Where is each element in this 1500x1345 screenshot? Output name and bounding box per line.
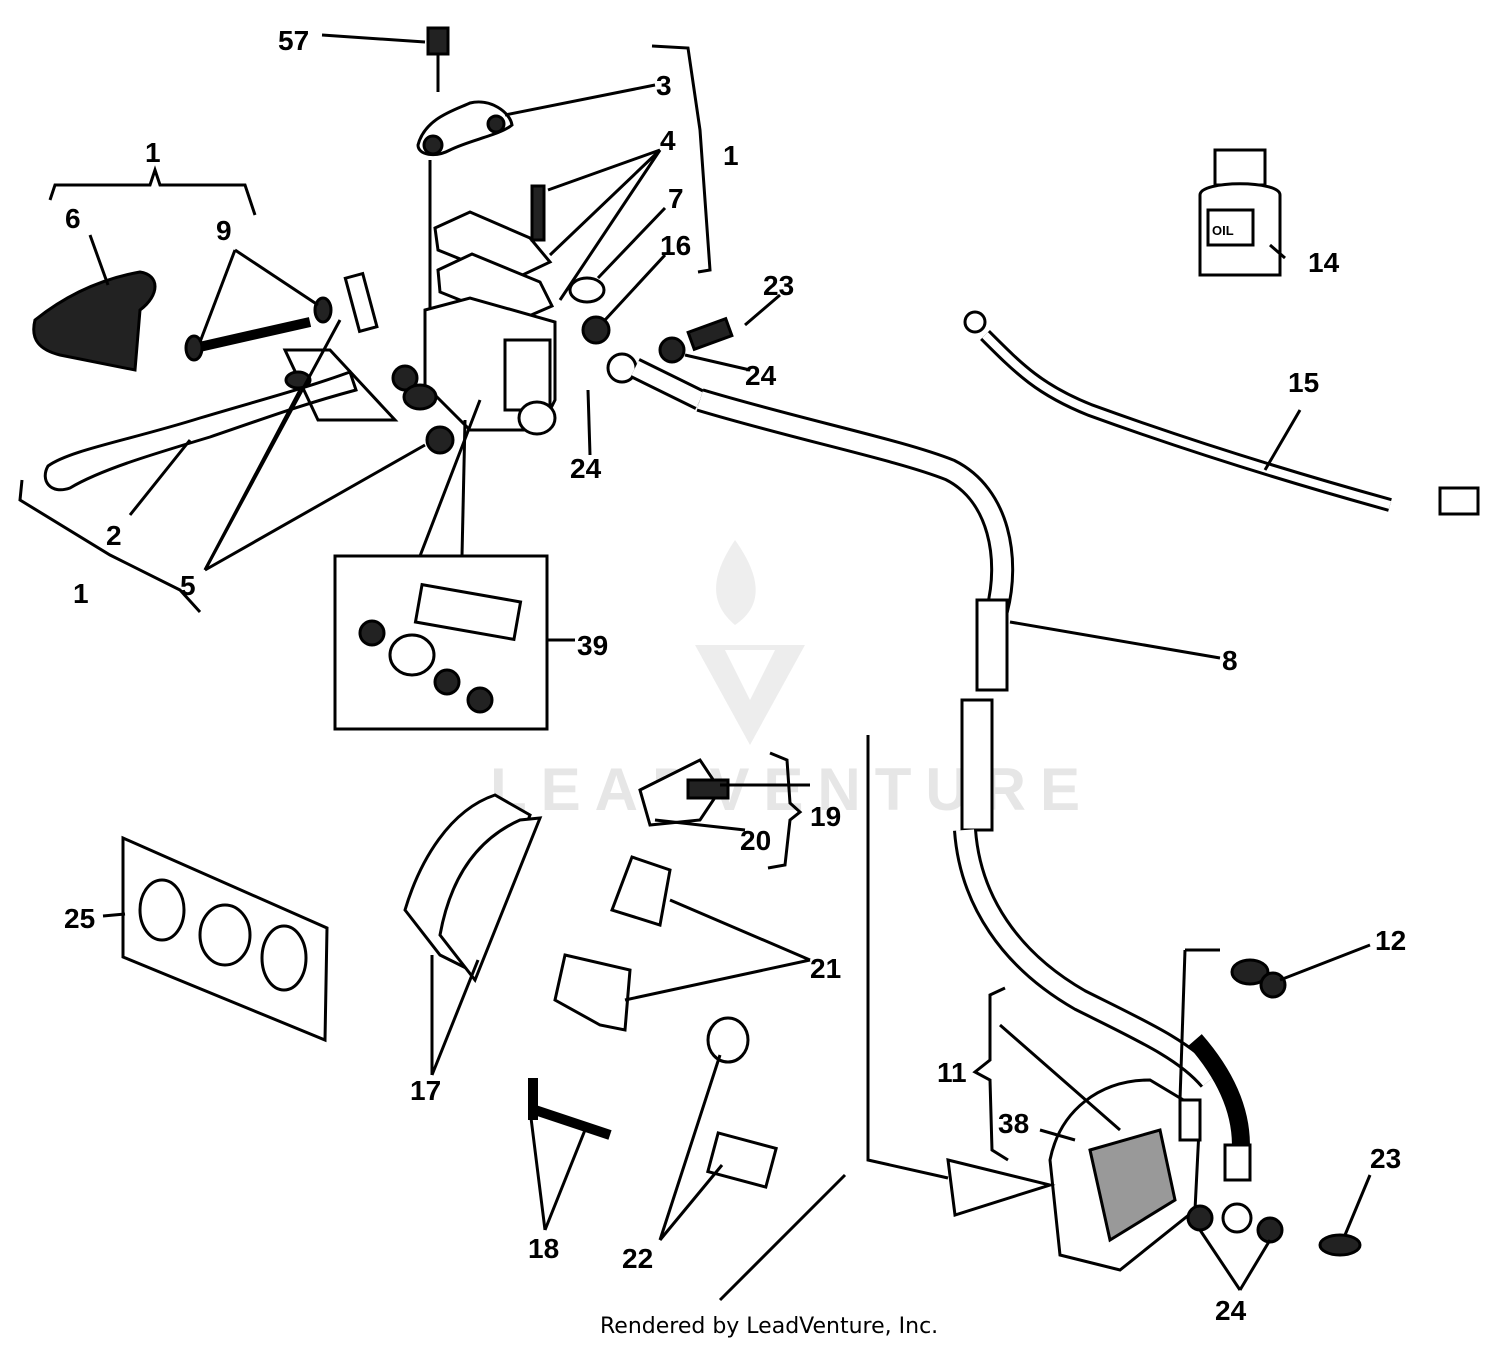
callout-23-top: 23 <box>763 270 794 301</box>
master-cylinder-rebuild-kit-part-39 <box>333 554 549 731</box>
callout-18: 18 <box>528 1233 559 1264</box>
callout-8: 8 <box>1222 645 1238 676</box>
callout-24-bottom: 24 <box>1215 1295 1247 1326</box>
callout-16: 16 <box>660 230 691 261</box>
callout-24-top-mid: 24 <box>570 453 602 484</box>
caliper-seal-kit-part-25 <box>121 835 329 1043</box>
callout-23-bottom: 23 <box>1370 1143 1401 1174</box>
group-brackets <box>18 44 1056 1217</box>
brake-caliper-part-38 <box>1048 958 1362 1272</box>
callout-1-master: 1 <box>723 140 739 171</box>
master-cylinder-assembly <box>416 26 611 436</box>
callout-17: 17 <box>410 1075 441 1106</box>
callout-20: 20 <box>740 825 771 856</box>
watermark-text: LEADVENTURE <box>490 756 1094 823</box>
callout-4: 4 <box>660 125 676 156</box>
callout-38: 38 <box>998 1108 1029 1139</box>
callout-2: 2 <box>106 520 122 551</box>
callout-labels: 57 3 4 1 7 16 1 6 9 23 24 24 14 15 2 1 5… <box>64 25 1406 1326</box>
pad-pins-part-18 <box>528 1078 612 1140</box>
caliper-bushings-part-22 <box>706 1016 778 1189</box>
brake-lever <box>43 271 455 492</box>
leadventure-watermark-logo <box>695 540 805 745</box>
callout-15: 15 <box>1288 367 1319 398</box>
callout-3: 3 <box>656 70 672 101</box>
callout-1-lever-top: 1 <box>145 137 161 168</box>
brake-pads-part-17 <box>403 793 543 983</box>
callout-39: 39 <box>577 630 608 661</box>
footer-credit: Rendered by LeadVenture, Inc. <box>600 1314 938 1339</box>
callout-24-top-right: 24 <box>745 360 777 391</box>
callout-7: 7 <box>668 183 684 214</box>
pad-retainer-clips-part-21 <box>553 855 672 1032</box>
callout-57: 57 <box>278 25 309 56</box>
brake-hose <box>606 316 1253 1234</box>
lever-bolt-part-9 <box>184 296 333 362</box>
callout-14: 14 <box>1308 247 1340 278</box>
brake-fluid-bottle-part-14: OIL <box>1198 148 1282 277</box>
bleeder-valve-part-19 <box>638 758 730 827</box>
lever-bracket-part-6 <box>32 270 157 372</box>
callout-21: 21 <box>810 953 841 984</box>
callout-19: 19 <box>810 801 841 832</box>
callout-5: 5 <box>180 570 196 601</box>
bottle-label-text: OIL <box>1212 223 1234 238</box>
callout-12: 12 <box>1375 925 1406 956</box>
callout-22: 22 <box>622 1243 653 1274</box>
callout-1-lever-bottom: 1 <box>73 578 89 609</box>
callout-25: 25 <box>64 903 95 934</box>
leader-lines <box>88 33 1372 1302</box>
brake-switch-wire-part-15 <box>963 310 1480 516</box>
callout-6: 6 <box>65 203 81 234</box>
callout-9: 9 <box>216 215 232 246</box>
callout-11: 11 <box>937 1057 967 1088</box>
